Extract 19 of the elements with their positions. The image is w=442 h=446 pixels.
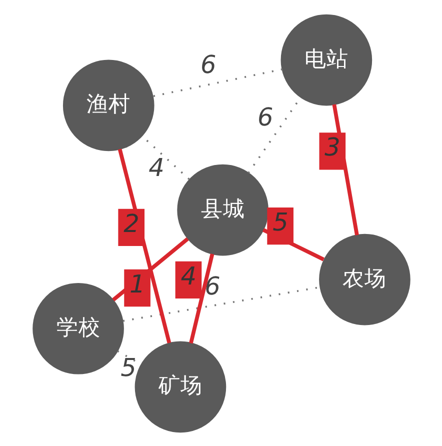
node-circle: 学校 — [32, 282, 124, 374]
connector — [122, 286, 320, 322]
edge-label: 6 — [200, 50, 216, 79]
edge-label: 4 — [180, 260, 196, 290]
edge-label: 6 — [204, 270, 220, 300]
node-circle: 电站 — [280, 14, 372, 106]
node-circle: 渔村 — [62, 59, 154, 151]
connector — [117, 148, 171, 343]
edge-label: 4 — [148, 152, 164, 182]
connector — [152, 68, 282, 97]
node-circle: 县城 — [176, 164, 268, 256]
edge-label: 3 — [324, 132, 340, 162]
edge-label: 5 — [272, 206, 288, 236]
edge-label: 1 — [129, 268, 145, 298]
connector — [188, 252, 214, 344]
edge-label: 6 — [257, 102, 273, 132]
node-circle: 农场 — [318, 233, 410, 325]
node-circle: 矿场 — [134, 340, 226, 432]
edge-label: 2 — [123, 208, 139, 238]
